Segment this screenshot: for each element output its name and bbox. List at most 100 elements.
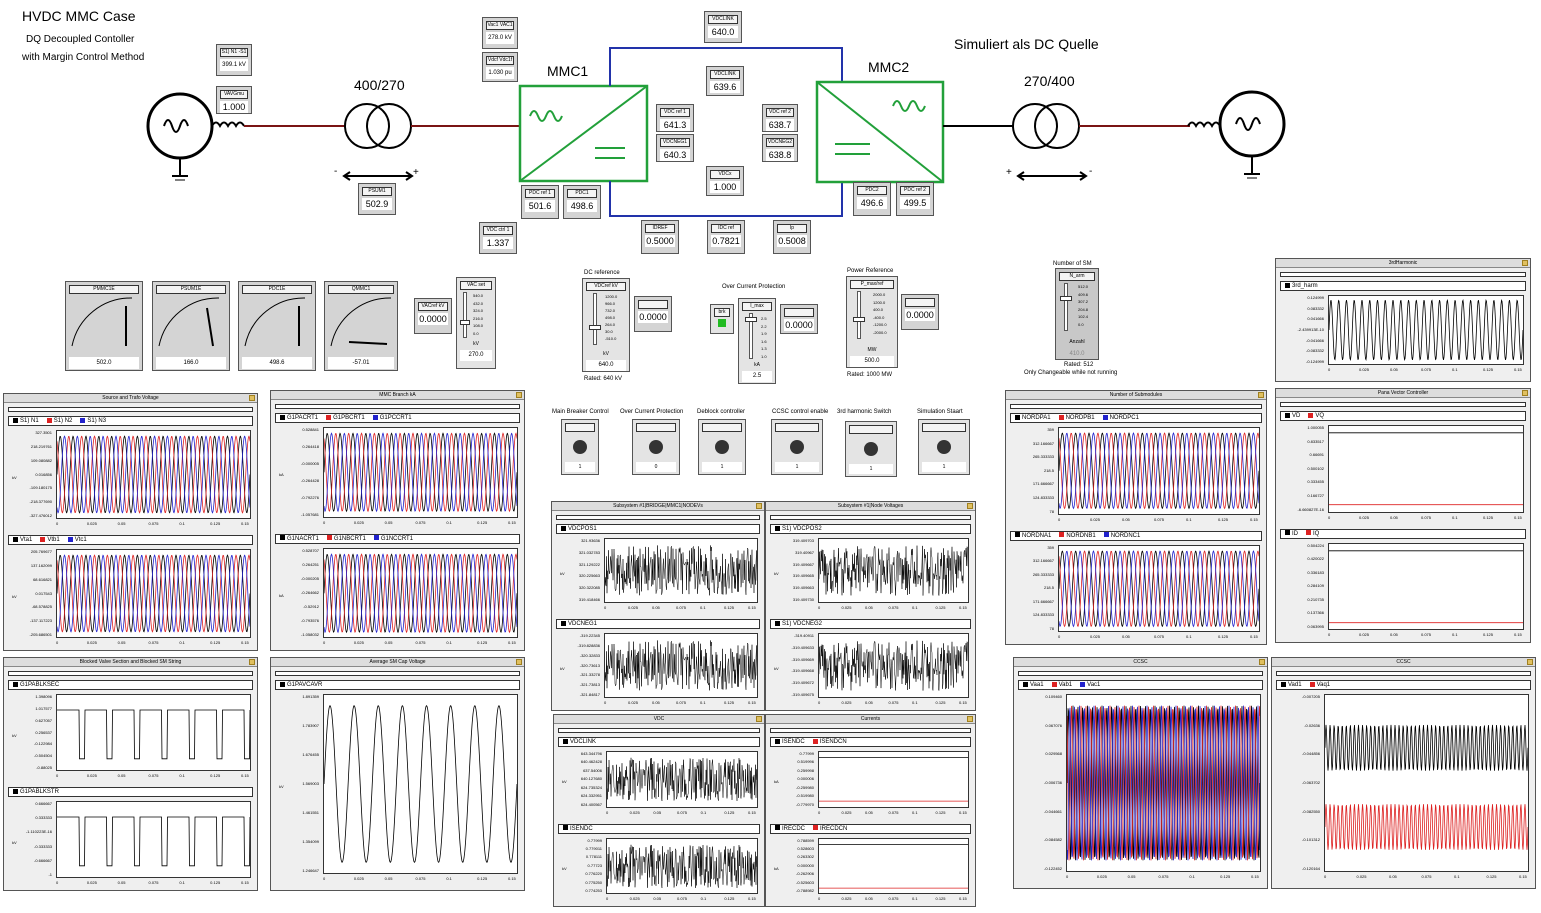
- plot-area[interactable]: [1066, 694, 1261, 872]
- control-ccsc[interactable]: 1: [771, 419, 823, 475]
- x-tick-label: 0: [56, 773, 59, 778]
- plot-svg: [1328, 298, 1524, 362]
- x-tick-label: 0.125: [935, 700, 946, 705]
- lock-icon[interactable]: [516, 392, 522, 398]
- legend-label: ID: [1292, 530, 1298, 537]
- plot-area[interactable]: [323, 427, 518, 518]
- legend-swatch: [1285, 412, 1290, 418]
- lock-icon[interactable]: [1522, 260, 1528, 266]
- control-simulation-start[interactable]: 1: [918, 419, 970, 475]
- slider-thumb[interactable]: [589, 325, 601, 330]
- slider-thumb[interactable]: [745, 317, 757, 322]
- sm-note: Only Changeable while not running: [1024, 370, 1118, 376]
- legend-label: IQ: [1313, 530, 1320, 537]
- legend-swatch: [13, 417, 18, 423]
- x-tick-label: 0.025: [353, 876, 364, 881]
- plot-area[interactable]: [1058, 544, 1260, 632]
- y-tick-label: -0.788982: [795, 888, 814, 893]
- plot-area[interactable]: [604, 633, 758, 698]
- y-tick-label: 0.063995: [1307, 624, 1324, 629]
- plot-area[interactable]: [606, 751, 758, 808]
- lock-icon[interactable]: [967, 503, 973, 509]
- x-tick-label: 0.1: [446, 519, 452, 525]
- lock-icon[interactable]: [1527, 659, 1533, 665]
- lock-icon[interactable]: [516, 659, 522, 665]
- y-tick-label: 0.774253: [585, 888, 602, 893]
- plot-area[interactable]: [818, 633, 969, 698]
- control-deblock[interactable]: 1: [698, 419, 746, 475]
- plot-area[interactable]: [1328, 425, 1524, 513]
- plot-area[interactable]: [606, 837, 758, 894]
- control-main-breaker[interactable]: 1: [561, 419, 599, 475]
- lock-icon[interactable]: [1259, 659, 1265, 665]
- plot-area[interactable]: [604, 538, 758, 603]
- x-tick-label: 0.075: [148, 521, 159, 526]
- legend-entry: Vac1: [1080, 681, 1100, 689]
- x-tick-label: 0.05: [865, 809, 873, 815]
- x-tick-label: 0.15: [241, 640, 249, 645]
- gauge-dial-icon: [244, 297, 306, 347]
- plot-area[interactable]: [818, 751, 969, 808]
- slider-thumb[interactable]: [1060, 296, 1072, 301]
- lock-icon[interactable]: [756, 503, 762, 509]
- plot-area[interactable]: [1324, 694, 1529, 872]
- control-3rd-harmonic[interactable]: 1: [845, 421, 897, 477]
- legend-label: ISENDC: [570, 825, 593, 832]
- x-tick-label: 0.1: [1452, 367, 1458, 372]
- lock-icon[interactable]: [1522, 390, 1528, 396]
- plot-area[interactable]: [56, 549, 251, 638]
- y-tick-label: 0.77723: [587, 862, 602, 868]
- legend-entry: ID: [1285, 530, 1298, 538]
- y-tick-label: -0.000205: [300, 575, 319, 581]
- plot-area[interactable]: [56, 694, 251, 771]
- lock-icon[interactable]: [967, 716, 973, 722]
- legend-label: Vta1: [20, 537, 33, 543]
- x-tick-label: 0.025: [628, 700, 639, 705]
- panel-toolbar: [770, 728, 971, 733]
- plot-area[interactable]: [818, 538, 969, 603]
- panel-toolbar: [1010, 404, 1262, 409]
- y-tick-label: -0.120164: [1301, 866, 1320, 871]
- y-tick-label: -319.409633: [791, 644, 814, 650]
- plot-area[interactable]: [1328, 542, 1524, 630]
- plot-area[interactable]: [56, 801, 251, 878]
- x-tick-label: 0: [606, 896, 609, 901]
- slider-thumb[interactable]: [853, 317, 865, 322]
- lock-icon[interactable]: [249, 395, 255, 401]
- plot-area[interactable]: [1058, 427, 1260, 515]
- lock-icon[interactable]: [1258, 392, 1264, 398]
- x-tick-label: 0.15: [748, 896, 756, 901]
- y-tick-label: 0.000000: [797, 862, 814, 868]
- x-tick-label: 0.05: [1122, 516, 1130, 522]
- lock-icon[interactable]: [756, 716, 762, 722]
- y-tick-label: 0.284109: [1307, 583, 1324, 589]
- transformer-1-label: 400/270: [354, 77, 405, 93]
- plot-area[interactable]: [1328, 295, 1524, 365]
- control-over-current[interactable]: 0: [632, 419, 680, 475]
- slider-thumb[interactable]: [460, 320, 470, 325]
- plot-area[interactable]: [818, 837, 969, 894]
- y-tick-label: -321.33278: [579, 672, 600, 678]
- series-trace: [56, 435, 251, 514]
- plot-area[interactable]: [323, 547, 518, 638]
- plot-area[interactable]: [56, 430, 251, 519]
- x-tick-label: 0.075: [148, 880, 159, 885]
- x-tick-label: 0.025: [1359, 514, 1370, 520]
- y-tick-label: 319.409703: [792, 538, 814, 543]
- dc-rated-label: Rated: 640 kV: [584, 376, 623, 382]
- y-tick-label: 0.528603: [797, 845, 814, 851]
- plot-legend: S1) VDCPOS2: [770, 524, 971, 534]
- plot-area[interactable]: [323, 694, 518, 874]
- lock-icon[interactable]: [249, 659, 255, 665]
- y-tick-label: 0.420022: [1307, 556, 1324, 562]
